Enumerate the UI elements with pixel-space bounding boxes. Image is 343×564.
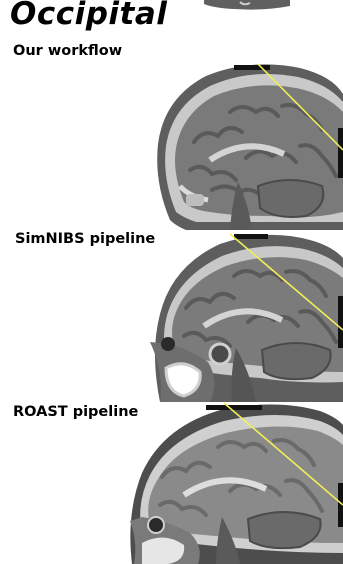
mri-slice-roast-pipeline xyxy=(128,403,343,564)
mri-slice-simnibs-pipeline xyxy=(150,232,343,402)
cropped-scan-fragment xyxy=(204,0,290,11)
panel-label-simnibs-pipeline: SimNIBS pipeline xyxy=(15,231,155,247)
mri-slice-our-workflow xyxy=(150,62,343,230)
panel-label-roast-pipeline: ROAST pipeline xyxy=(13,404,138,420)
panel-label-our-workflow: Our workflow xyxy=(13,43,122,59)
figure-title: Occipital xyxy=(10,0,167,32)
